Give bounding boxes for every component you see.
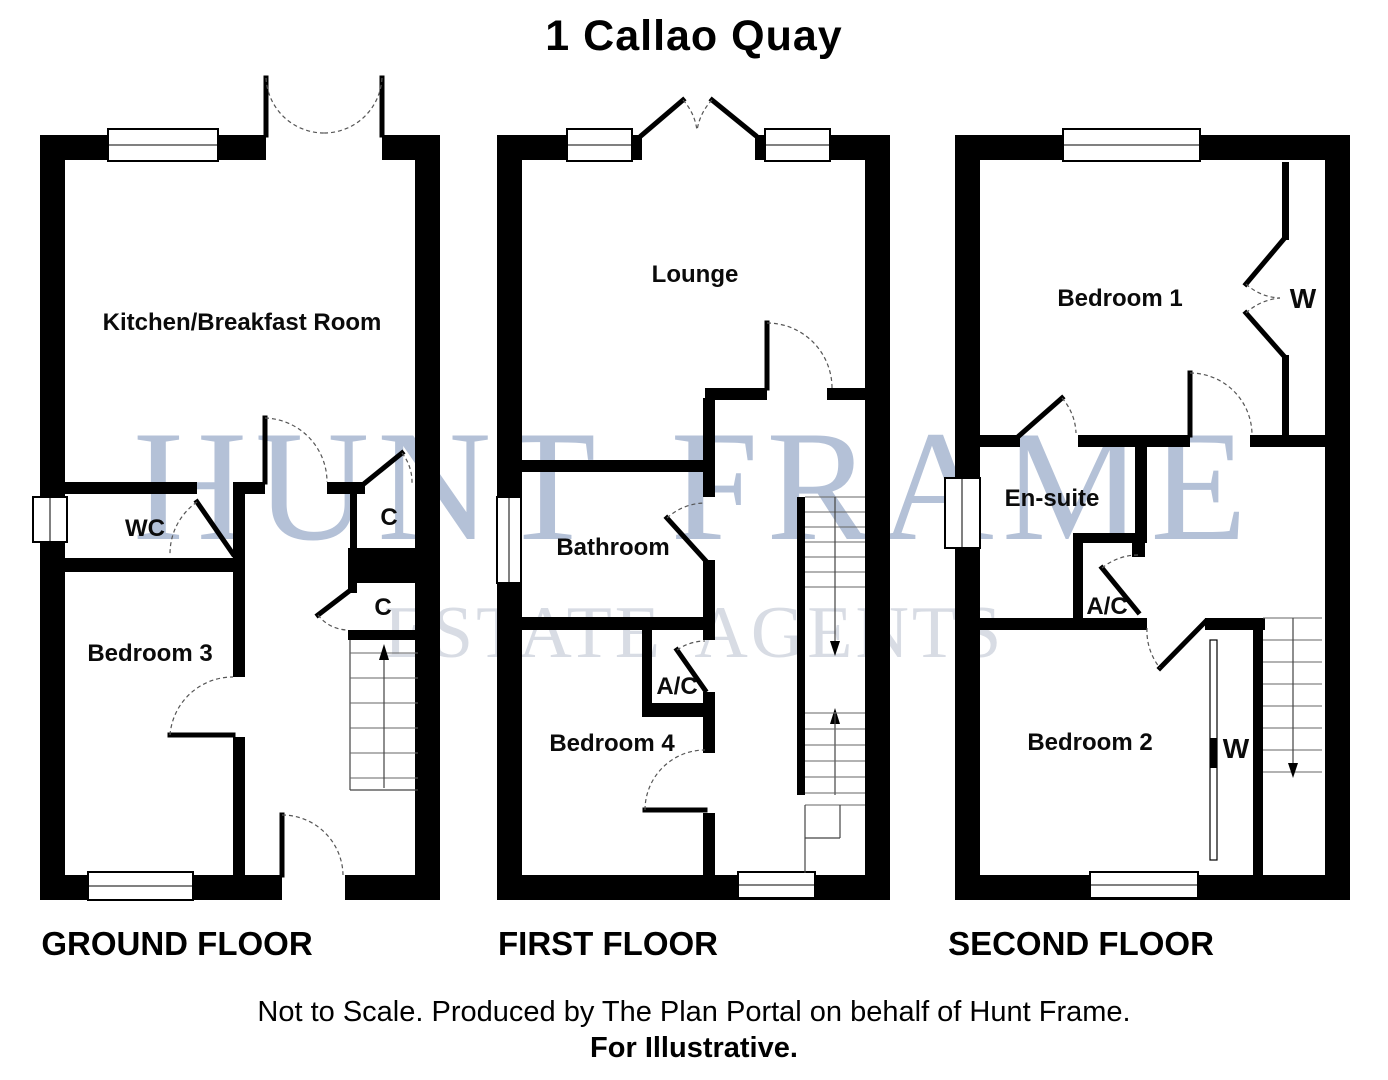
sf-door-bedroom2	[1146, 618, 1209, 672]
room-label-airing-sf: A/C	[1086, 593, 1127, 620]
sf-walls	[955, 135, 1350, 900]
gf-window-bottom	[87, 871, 194, 901]
ff-window-bottom	[737, 871, 816, 899]
sf-door-bedroom1	[1187, 370, 1253, 438]
first-floor-label: FIRST FLOOR	[498, 925, 718, 962]
room-label-closet-top: C	[380, 504, 397, 531]
second-floor-plan: Bedroom 1 W En-suite A/C Bedroom 2 W	[944, 128, 1350, 900]
watermark-line1: HUNT FRAME	[133, 399, 1255, 574]
ff-door-lounge	[764, 320, 833, 391]
room-label-wardrobe2: W	[1223, 733, 1250, 764]
ground-floor-label: GROUND FLOOR	[41, 925, 313, 962]
gf-door-wc	[169, 498, 237, 558]
room-label-bedroom1: Bedroom 1	[1057, 285, 1182, 312]
room-label-wc: WC	[125, 515, 165, 542]
room-label-closet-mid: C	[374, 594, 391, 621]
room-label-lounge: Lounge	[652, 261, 739, 288]
gf-door-closet-mid	[314, 588, 352, 631]
room-label-bedroom3: Bedroom 3	[87, 640, 212, 667]
gf-door-bedroom3	[167, 676, 236, 738]
ground-floor-plan: Kitchen/Breakfast Room WC C C Bedroom 3	[32, 75, 440, 901]
second-floor-label: SECOND FLOOR	[948, 925, 1214, 962]
sf-wardrobe2-sliding-door	[1209, 639, 1218, 861]
ff-door-airing	[673, 640, 709, 694]
ff-french-doors	[638, 96, 759, 139]
sf-door-airing	[1098, 554, 1142, 616]
ff-door-bedroom4	[642, 749, 708, 813]
room-label-ensuite: En-suite	[1005, 485, 1100, 512]
sf-window-top	[1062, 128, 1201, 162]
footer-illustrative: For Illustrative.	[590, 1032, 798, 1064]
gf-window-top	[107, 128, 219, 162]
sf-stairs	[1263, 617, 1322, 778]
gf-door-front	[279, 812, 344, 878]
room-label-airing-ff: A/C	[656, 673, 697, 700]
sf-stairs-down-arrow	[1288, 763, 1298, 778]
room-label-bedroom4: Bedroom 4	[549, 730, 675, 757]
watermark-line2: ESTATE AGENTS	[383, 592, 1005, 674]
gf-door-closet-top	[361, 449, 413, 487]
sf-wardrobe1-bifold-doors	[1242, 236, 1287, 359]
sf-door-ensuite	[1016, 394, 1077, 439]
first-floor-plan: Lounge Bathroom A/C Bedroom 4	[496, 96, 890, 900]
gf-stairs	[349, 640, 418, 791]
gf-door-kitchen	[262, 415, 328, 485]
gf-french-doors	[263, 75, 385, 138]
ff-stairs-down-arrow	[830, 641, 840, 656]
ff-door-bathroom	[663, 502, 709, 564]
ff-window-top-left	[566, 128, 633, 162]
page-title: 1 Callao Quay	[545, 12, 843, 60]
room-label-bathroom: Bathroom	[556, 534, 669, 561]
room-label-wardrobe1: W	[1290, 283, 1317, 314]
sf-window-ensuite	[944, 477, 981, 549]
ff-window-bathroom	[496, 496, 522, 584]
room-label-kitchen: Kitchen/Breakfast Room	[103, 309, 382, 336]
ff-window-top-right	[764, 128, 831, 162]
ff-stairs	[804, 496, 865, 873]
room-label-bedroom2: Bedroom 2	[1027, 729, 1152, 756]
sf-window-bottom	[1089, 871, 1199, 899]
gf-window-wc	[32, 496, 68, 543]
footer-disclaimer: Not to Scale. Produced by The Plan Porta…	[257, 996, 1131, 1028]
gf-stairs-up-arrow	[379, 644, 389, 660]
ff-walls	[497, 135, 890, 900]
